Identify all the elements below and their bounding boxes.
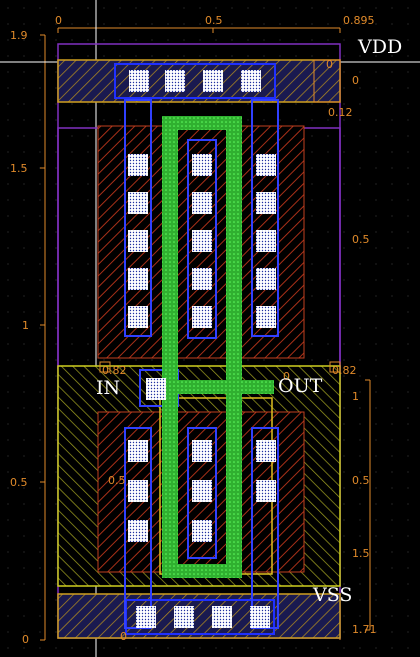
vdd-label: VDD bbox=[357, 36, 402, 58]
tick-inner-top-1: 0 bbox=[283, 370, 290, 383]
tick-right-upper-3: 0.82 bbox=[332, 364, 357, 377]
vdd-contacts bbox=[129, 70, 261, 92]
tick-right-upper-0: 0 bbox=[352, 74, 359, 87]
metal-columns bbox=[124, 99, 279, 629]
vss-contacts bbox=[136, 606, 270, 628]
tick-top-2: 0.895 bbox=[343, 14, 375, 27]
nmos-contacts bbox=[128, 440, 276, 542]
out-label: OUT bbox=[278, 375, 323, 397]
pmos-contacts bbox=[128, 154, 276, 328]
tick-marker-0: 0 bbox=[326, 58, 333, 71]
marker-boxes bbox=[99, 59, 341, 373]
vss-rail bbox=[57, 593, 341, 639]
in-label: IN bbox=[96, 377, 120, 399]
tick-inner-bottom-1: 0 bbox=[120, 630, 127, 643]
tick-left-2: 1 bbox=[22, 319, 29, 332]
tick-inner-bottom-0: 0.5 bbox=[108, 474, 126, 487]
vdd-rail bbox=[57, 59, 341, 103]
tick-left-3: 0.5 bbox=[10, 476, 28, 489]
tick-left-0: 1.9 bbox=[10, 29, 28, 42]
tick-right-lower-2: 1.5 bbox=[352, 547, 370, 560]
tick-right-upper-2: 0.5 bbox=[352, 233, 370, 246]
vss-label: VSS bbox=[312, 584, 352, 606]
tick-top-0: 0 bbox=[55, 14, 62, 27]
tick-right-lower-0: 1 bbox=[352, 390, 359, 403]
in-contact bbox=[146, 378, 166, 400]
vdd-metal bbox=[114, 63, 276, 99]
tick-right-lower-3: 1.71 bbox=[352, 623, 377, 636]
tick-top-1: 0.5 bbox=[205, 14, 223, 27]
tick-right-upper-1: 0.12 bbox=[328, 106, 353, 119]
tick-left-4: 0 bbox=[22, 633, 29, 646]
poly-gate bbox=[162, 116, 274, 578]
tick-inner-top-0: 0.82 bbox=[102, 364, 127, 377]
tick-right-lower-1: 0.5 bbox=[352, 474, 370, 487]
tick-left-1: 1.5 bbox=[10, 162, 28, 175]
